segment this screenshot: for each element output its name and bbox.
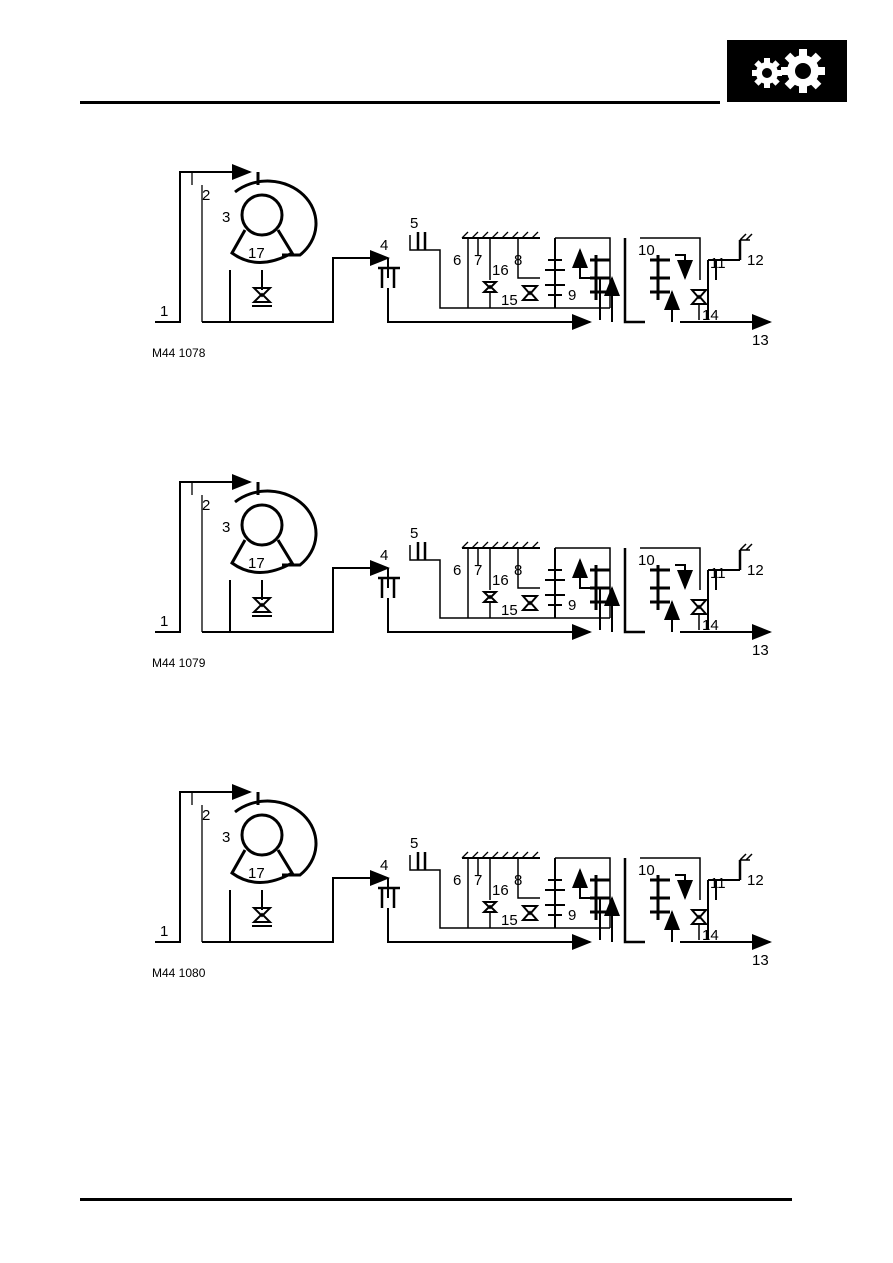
part-label-5: 5 (410, 215, 418, 232)
part-label-12: 12 (747, 562, 764, 579)
part-label-13: 13 (752, 952, 769, 969)
part-label-6: 6 (453, 562, 461, 579)
part-label-17: 17 (248, 555, 265, 572)
part-label-9: 9 (568, 287, 576, 304)
part-label-11: 11 (710, 255, 726, 272)
header-rule (80, 101, 720, 104)
part-label-3: 3 (222, 829, 230, 846)
part-label-1: 1 (160, 303, 168, 320)
part-label-15: 15 (501, 292, 518, 309)
main-flow-line (230, 560, 390, 633)
part-label-11: 11 (710, 565, 726, 582)
gears-icon (752, 49, 825, 93)
part-label-8: 8 (514, 872, 522, 889)
part-label-9: 9 (568, 907, 576, 924)
part-label-17: 17 (248, 245, 265, 262)
part-label-3: 3 (222, 209, 230, 226)
part-label-7: 7 (474, 562, 482, 579)
part-label-4: 4 (380, 857, 388, 874)
part-label-3: 3 (222, 519, 230, 536)
part-label-2: 2 (202, 187, 210, 204)
figure-reference: M44 1080 (152, 966, 206, 980)
part-label-1: 1 (160, 613, 168, 630)
part-label-6: 6 (453, 872, 461, 889)
part-label-4: 4 (380, 547, 388, 564)
main-flow-line (230, 250, 390, 323)
part-label-10: 10 (638, 552, 655, 569)
part-label-14: 14 (702, 307, 719, 324)
part-label-2: 2 (202, 807, 210, 824)
part-label-2: 2 (202, 497, 210, 514)
part-label-16: 16 (492, 262, 509, 279)
part-label-10: 10 (638, 242, 655, 259)
part-label-7: 7 (474, 252, 482, 269)
part-label-11: 11 (710, 875, 726, 892)
part-label-15: 15 (501, 602, 518, 619)
part-label-14: 14 (702, 617, 719, 634)
part-label-12: 12 (747, 252, 764, 269)
part-label-12: 12 (747, 872, 764, 889)
part-label-8: 8 (514, 562, 522, 579)
figure-reference: M44 1079 (152, 656, 206, 670)
part-label-13: 13 (752, 642, 769, 659)
part-label-1: 1 (160, 923, 168, 940)
part-label-10: 10 (638, 862, 655, 879)
part-label-5: 5 (410, 835, 418, 852)
part-label-9: 9 (568, 597, 576, 614)
main-flow-line (230, 870, 390, 943)
part-label-5: 5 (410, 525, 418, 542)
part-label-16: 16 (492, 882, 509, 899)
part-label-14: 14 (702, 927, 719, 944)
figure-reference: M44 1078 (152, 346, 206, 360)
part-label-6: 6 (453, 252, 461, 269)
part-label-15: 15 (501, 912, 518, 929)
part-label-13: 13 (752, 332, 769, 349)
part-label-4: 4 (380, 237, 388, 254)
part-label-17: 17 (248, 865, 265, 882)
part-label-16: 16 (492, 572, 509, 589)
part-label-7: 7 (474, 872, 482, 889)
section-badge (727, 40, 847, 102)
footer-rule (80, 1198, 792, 1201)
part-label-8: 8 (514, 252, 522, 269)
